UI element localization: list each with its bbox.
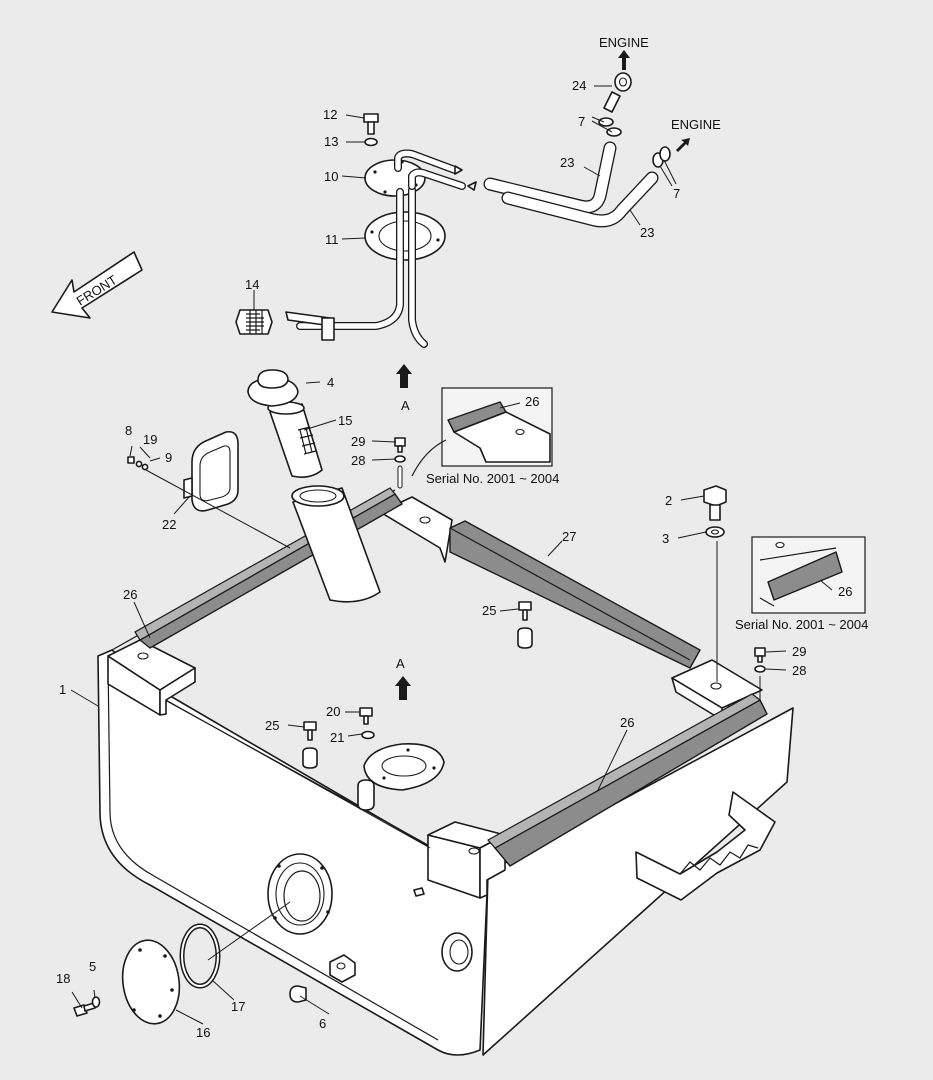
label-21: 21 [330, 730, 344, 745]
serial-inset-lower [751, 536, 866, 614]
label-26a: 26 [123, 587, 137, 602]
screw-12 [363, 113, 379, 135]
o-ring-17 [179, 923, 221, 989]
bolt-spacer-25-left [302, 721, 318, 769]
engine-arrow-2: ENGINE [671, 117, 721, 152]
leader-lines [70, 85, 833, 1025]
label-8: 8 [125, 423, 132, 438]
serial-inset-upper [411, 387, 553, 477]
label-15: 15 [338, 413, 352, 428]
label-23a: 23 [560, 155, 574, 170]
label-20: 20 [326, 704, 340, 719]
engine-label-2: ENGINE [671, 117, 721, 132]
label-25a: 25 [482, 603, 496, 618]
filler-cap [247, 369, 299, 407]
sender-gasket-lower [363, 743, 445, 791]
hose-clamps-7 [598, 117, 671, 168]
label-26d: 26 [838, 584, 852, 599]
filler-neck [291, 485, 381, 603]
screw-washers-8-19-9 [127, 456, 149, 471]
label-26b: 26 [525, 394, 539, 409]
banjo-fitting-24 [603, 72, 632, 113]
label-22: 22 [162, 517, 176, 532]
washer-3 [705, 526, 725, 538]
label-17: 17 [231, 999, 245, 1014]
label-16: 16 [196, 1025, 210, 1040]
label-18: 18 [56, 971, 70, 986]
washer-13 [364, 137, 378, 147]
label-28b: 28 [792, 663, 806, 678]
bolt-18 [73, 1002, 96, 1017]
cover-plate-16 [121, 939, 181, 1025]
view-a-arrow-lower: A [395, 656, 411, 700]
label-2: 2 [665, 493, 672, 508]
foam-strip-right [487, 693, 768, 867]
front-direction-arrow: FRONT [51, 251, 143, 319]
label-25b: 25 [265, 718, 279, 733]
label-11: 11 [325, 232, 339, 247]
label-7a: 7 [578, 114, 585, 129]
bolt-2 [703, 485, 727, 521]
label-13: 13 [324, 134, 338, 149]
serial-note-lower: Serial No. 2001 ~ 2004 [735, 617, 868, 632]
label-19: 19 [143, 432, 157, 447]
label-12: 12 [323, 107, 337, 122]
label-29b: 29 [792, 644, 806, 659]
serial-note-upper: Serial No. 2001 ~ 2004 [426, 471, 559, 486]
label-27: 27 [562, 529, 576, 544]
label-28a: 28 [351, 453, 365, 468]
engine-label-1: ENGINE [599, 35, 649, 50]
label-26c: 26 [620, 715, 634, 730]
spacer-lower [357, 779, 375, 811]
label-1: 1 [59, 682, 66, 697]
fuel-sender-unit [235, 149, 466, 348]
washer-5 [91, 996, 101, 1008]
bolt-spacer-25-right [517, 601, 533, 649]
washer-21 [361, 730, 375, 740]
label-9: 9 [165, 450, 172, 465]
fuel-hoses [454, 141, 659, 228]
label-29a: 29 [351, 434, 365, 449]
view-a-label-upper: A [401, 398, 410, 413]
screw-20 [359, 707, 373, 725]
label-24: 24 [572, 78, 586, 93]
label-6: 6 [319, 1016, 326, 1031]
label-10: 10 [324, 169, 338, 184]
label-5: 5 [89, 959, 96, 974]
label-23b: 23 [640, 225, 654, 240]
engine-arrow-1: ENGINE [599, 35, 649, 70]
drain-plug-6 [289, 985, 307, 1003]
filler-strainer [267, 401, 323, 478]
screw-29-right [754, 647, 766, 673]
screw-29-upper [394, 437, 406, 489]
view-a-label-lower: A [396, 656, 405, 671]
view-a-arrow-upper: A [396, 364, 412, 413]
label-7b: 7 [673, 186, 680, 201]
label-3: 3 [662, 531, 669, 546]
label-4: 4 [327, 375, 334, 390]
access-cover-22 [183, 430, 239, 512]
part-number-labels: 1 2 3 4 5 6 7 7 8 9 10 11 12 13 14 15 16… [56, 78, 852, 1040]
fuel-tank-body [97, 489, 794, 1056]
foam-strip-27 [449, 520, 701, 669]
label-14: 14 [245, 277, 259, 292]
